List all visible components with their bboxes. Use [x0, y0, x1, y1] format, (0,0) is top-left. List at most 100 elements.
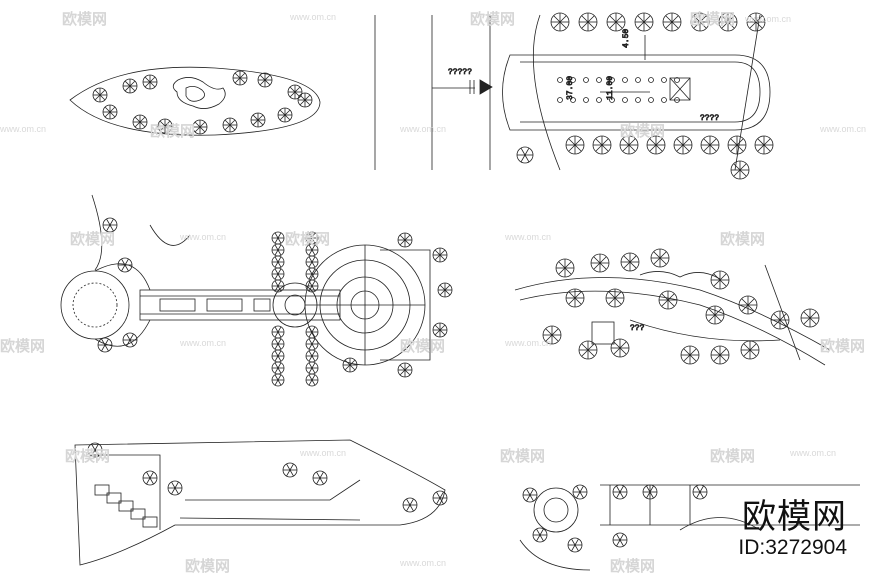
tree-symbol [565, 135, 585, 155]
tree-symbol [122, 78, 138, 94]
tree-symbol [92, 87, 108, 103]
tree-symbol [612, 532, 628, 548]
tree-symbol [754, 135, 774, 155]
tree-symbol [192, 119, 208, 135]
tree-symbol [673, 135, 693, 155]
tree-symbol [727, 135, 747, 155]
plan-oval-plaza [374, 12, 774, 180]
dim-width: 4.50 [622, 29, 631, 48]
tree-symbol [555, 258, 575, 278]
tree-symbol [305, 361, 319, 375]
tree-symbol [305, 325, 319, 339]
tree-symbol [605, 288, 625, 308]
bollard [609, 77, 615, 83]
tree-symbol [730, 160, 750, 180]
bollard [622, 77, 628, 83]
tree-symbol [680, 345, 700, 365]
tree-symbol [87, 442, 103, 458]
tree-symbol [305, 255, 319, 269]
tree-symbol [612, 484, 628, 500]
tree-symbol [257, 72, 273, 88]
tree-symbol [542, 325, 562, 345]
tree-symbol [297, 92, 313, 108]
bollard [596, 77, 602, 83]
bollard [622, 97, 628, 103]
tree-symbol [402, 497, 418, 513]
tree-symbol [650, 248, 670, 268]
tree-symbol [117, 257, 133, 273]
tree-symbol [397, 362, 413, 378]
tree-symbol [271, 349, 285, 363]
tree-symbol [271, 243, 285, 257]
bollard [635, 77, 641, 83]
bollard [557, 77, 563, 83]
wedge-trees [87, 442, 448, 513]
tree-symbol [705, 305, 725, 325]
tree-symbol [565, 288, 585, 308]
tree-symbol [271, 255, 285, 269]
bollard [583, 77, 589, 83]
tree-symbol [692, 484, 708, 500]
tree-symbol [620, 252, 640, 272]
radial-trees [522, 484, 708, 553]
corner-branding: 欧模网 ID:3272904 [738, 498, 847, 560]
plaza-bollards [557, 77, 680, 103]
park-trees [542, 248, 820, 365]
tree-symbol [642, 484, 658, 500]
tree-symbol [718, 12, 738, 32]
bollard [661, 77, 667, 83]
tree-symbol [287, 84, 303, 100]
plan-curving-path [514, 248, 831, 366]
plaza-trees [516, 12, 774, 180]
tree-symbol [578, 340, 598, 360]
tree-symbol [305, 349, 319, 363]
tree-symbol [305, 267, 319, 281]
tree-symbol [250, 112, 266, 128]
tree-symbol [142, 470, 158, 486]
tree-symbol [305, 231, 319, 245]
tree-symbol [437, 282, 453, 298]
tree-symbol [572, 484, 588, 500]
paving-tile [142, 516, 158, 528]
bollard [674, 97, 680, 103]
tree-symbol [578, 12, 598, 32]
bollard [570, 77, 576, 83]
note-marks-b: ???? [700, 114, 719, 123]
bollard [635, 97, 641, 103]
paving-tile [94, 484, 110, 496]
plan-axis-garden [60, 194, 453, 387]
product-id: ID:3272904 [738, 536, 847, 559]
tree-symbol [167, 480, 183, 496]
plan-radial-plaza [519, 484, 860, 571]
tree-symbol [634, 12, 654, 32]
note-marks-a: ????? [448, 68, 472, 77]
tree-symbol [690, 12, 710, 32]
tree-symbol [282, 462, 298, 478]
tree-symbol [305, 337, 319, 351]
tree-symbol [102, 217, 118, 233]
bollard [570, 97, 576, 103]
bollard [648, 97, 654, 103]
tree-symbol [610, 338, 630, 358]
tree-symbol [770, 310, 790, 330]
tree-symbol [522, 487, 538, 503]
tree-symbol [305, 373, 319, 387]
tree-symbol [271, 337, 285, 351]
tree-symbol [662, 12, 682, 32]
tree-symbol [800, 308, 820, 328]
note-marks-c: ??? [630, 324, 645, 333]
tree-symbol [590, 253, 610, 273]
tree-symbol [432, 322, 448, 338]
tree-symbol [305, 279, 319, 293]
paving-tile [118, 500, 134, 512]
bollard [661, 97, 667, 103]
bollard [674, 77, 680, 83]
tree-symbol [132, 114, 148, 130]
tree-symbol [271, 267, 285, 281]
tree-symbol [619, 135, 639, 155]
tree-symbol [277, 107, 293, 123]
dim-length: 37.00 [566, 76, 575, 100]
dim-inner: 11.00 [606, 76, 615, 100]
tree-symbol [142, 74, 158, 90]
